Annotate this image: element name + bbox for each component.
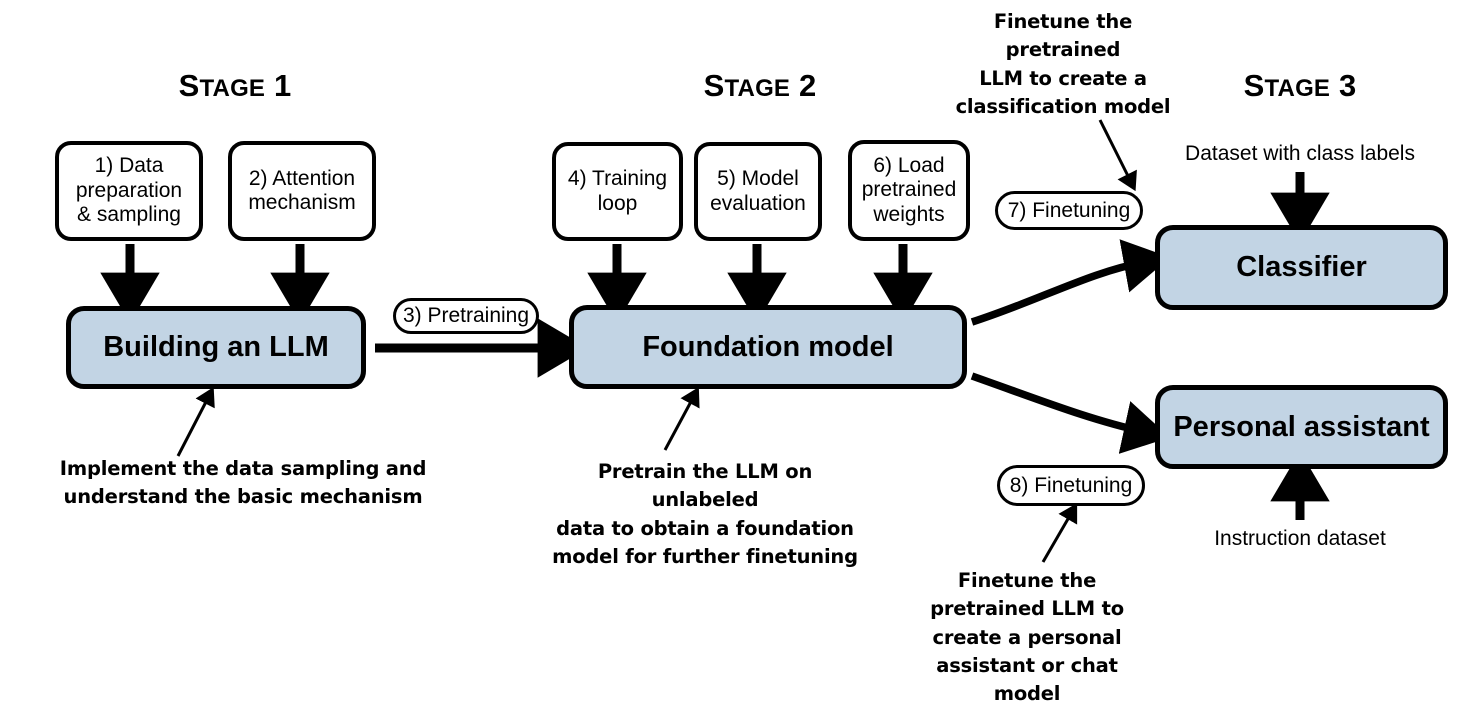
arrow-foundation-to-assistant [970,372,1170,454]
stage-1-num: 1 [273,68,292,103]
stage-1-tage: TAGE [199,75,266,102]
pill-finetuning-assistant[interactable]: 8) Finetuning [997,465,1145,506]
annotation-personal-assistant: Finetune the pretrained LLM to create a … [930,569,1124,706]
stage-3-num: 3 [1338,68,1357,103]
stage-header-2: STAGE 2 [610,68,910,104]
pointer-annot-classifier [1098,119,1137,192]
box-personal-assistant[interactable]: Personal assistant [1155,385,1448,469]
stage-header-1: STAGE 1 [85,68,385,104]
caption-dataset-with-class-labels: Dataset with class labels [1185,142,1415,165]
stage-3-space [1330,68,1339,103]
annotation-classifier: Finetune the pretrained LLM to create a … [955,10,1171,118]
step-box-load-pretrained-weights[interactable]: 6) Load pretrained weights [848,140,970,241]
pointer-annot-stage1 [176,386,215,457]
stage-3-s: S [1243,68,1265,103]
step-box-data-preparation[interactable]: 1) Data preparation & sampling [55,141,203,241]
step-box-model-evaluation[interactable]: 5) Model evaluation [694,142,822,241]
stage-2-space [790,68,799,103]
pill-pretraining[interactable]: 3) Pretraining [393,298,539,334]
annotation-stage1: Implement the data sampling and understa… [59,457,427,509]
box-building-an-llm[interactable]: Building an LLM [66,306,366,389]
stage-3-tage: TAGE [1264,75,1331,102]
pointer-annot-assistant [1041,503,1078,563]
stage-1-s: S [178,68,200,103]
stage-2-s: S [703,68,725,103]
pointer-annot-stage2 [663,387,700,451]
step-box-training-loop[interactable]: 4) Training loop [552,142,683,241]
caption-instruction-dataset: Instruction dataset [1214,527,1386,550]
pill-finetuning-classifier[interactable]: 7) Finetuning [995,191,1143,230]
box-foundation-model[interactable]: Foundation model [569,305,967,389]
box-classifier[interactable]: Classifier [1155,225,1448,310]
stage-header-3: STAGE 3 [1150,68,1450,104]
step-box-attention-mechanism[interactable]: 2) Attention mechanism [228,141,376,241]
annotation-stage2: Pretrain the LLM on unlabeled data to ob… [552,460,858,568]
stage-2-tage: TAGE [724,75,791,102]
arrow-foundation-to-classifier [970,239,1171,326]
stage-2-num: 2 [798,68,817,103]
stage-1-number [265,68,274,103]
